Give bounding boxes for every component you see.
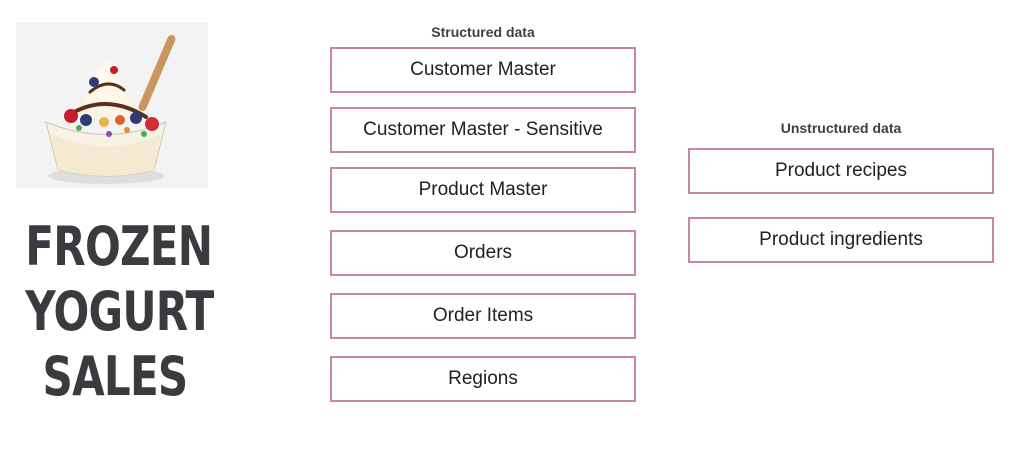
unstructured-item-product-recipes: Product recipes — [688, 148, 994, 194]
brand-title-line-1: FROZEN — [25, 215, 213, 278]
unstructured-data-heading: Unstructured data — [780, 120, 902, 136]
structured-data-heading: Structured data — [431, 24, 535, 40]
unstructured-item-product-ingredients: Product ingredients — [688, 217, 994, 263]
structured-item-customer-master: Customer Master — [330, 47, 636, 93]
brand-title-line-3: SALES — [42, 345, 189, 408]
structured-item-orders: Orders — [330, 230, 636, 276]
structured-item-regions: Regions — [330, 356, 636, 402]
structured-item-product-master: Product Master — [330, 167, 636, 213]
structured-item-customer-master-sensitive: Customer Master - Sensitive — [330, 107, 636, 153]
brand-title: FROZEN YOGURT SALES — [25, 214, 214, 409]
structured-item-order-items: Order Items — [330, 293, 636, 339]
frozen-yogurt-image — [16, 22, 208, 188]
brand-title-line-2: YOGURT — [25, 280, 214, 343]
